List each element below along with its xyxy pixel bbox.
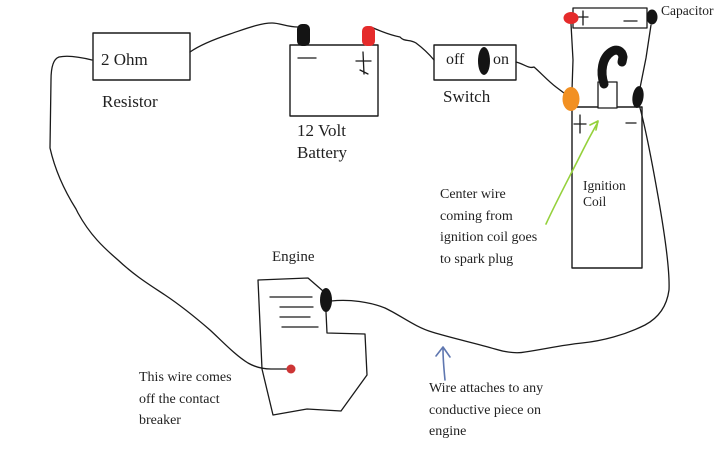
resistor-box	[92, 32, 191, 81]
wire-capacitor-to-coil-right	[639, 24, 652, 89]
wire-battery-to-switch	[370, 26, 435, 61]
contact-breaker-dot	[286, 364, 296, 374]
center-wire-annotation: Center wire coming from ignition coil go…	[440, 184, 537, 270]
green-arrow	[545, 120, 599, 225]
switch-name-label: Switch	[443, 87, 491, 106]
wire-switch-to-coil	[515, 61, 565, 94]
switch-box	[433, 44, 517, 81]
switch-off-label: off	[446, 51, 465, 68]
wire-resistor-to-battery	[189, 22, 299, 53]
wire-engine-to-coil-ground	[330, 107, 670, 354]
coil-plus-symbol	[573, 114, 587, 134]
switch-on-label: on	[493, 51, 509, 68]
contact-breaker-annotation-line3: breaker	[139, 413, 181, 429]
blue-arrow	[435, 346, 451, 381]
coil-label-line2: Coil	[583, 194, 607, 209]
contact-breaker-annotation-line1: This wire comes	[139, 370, 232, 385]
engine-name-label: Engine	[272, 249, 315, 265]
engine-outline	[257, 277, 368, 416]
contact-breaker-annotation: This wire comes off the contact breaker	[139, 367, 232, 432]
battery-plus-symbol	[355, 51, 372, 75]
engine-ground-annotation: Wire attaches to any conductive piece on…	[429, 378, 543, 443]
engine-ground-terminal	[320, 288, 332, 312]
capacitor-plus-symbol	[577, 10, 589, 26]
center-wire-annotation-line1: Center wire	[440, 187, 506, 202]
battery-positive-terminal	[362, 26, 375, 46]
resistor-name-label: Resistor	[102, 92, 158, 111]
capacitor-negative-terminal	[646, 9, 658, 25]
center-wire-annotation-line3: ignition coil goes	[440, 230, 538, 246]
switch-toggle-lever	[478, 47, 490, 75]
coil-input-terminal-orange	[562, 87, 580, 111]
engine-fin-lines	[269, 296, 319, 328]
center-wire-annotation-line4: to spark plug	[440, 251, 514, 267]
resistor-value-label: 2 Ohm	[101, 50, 148, 69]
engine-ground-annotation-line1: Wire attaches to any	[429, 381, 544, 396]
wire-resistor-to-contact-breaker	[49, 55, 288, 370]
contact-breaker-annotation-line2: off the contact	[139, 391, 220, 407]
center-wire-annotation-line2: coming from	[440, 208, 513, 224]
capacitor-name-label: Capacitor	[661, 3, 714, 18]
engine-ground-annotation-line2: conductive piece on	[429, 402, 541, 418]
capacitor-positive-terminal	[563, 12, 579, 24]
coil-label-line1: Ignition	[583, 178, 626, 193]
battery-box	[289, 44, 379, 117]
battery-label-line1: 12 Volt	[297, 121, 346, 140]
battery-label-line2: Battery	[297, 143, 348, 162]
engine-ground-annotation-line3: engine	[429, 424, 467, 440]
coil-ground-terminal	[632, 86, 644, 108]
coil-center-wire-mark	[597, 45, 628, 89]
battery-negative-terminal	[297, 24, 310, 46]
wire-capacitor-to-coil-left	[570, 23, 574, 91]
capacitor-box	[572, 7, 648, 29]
